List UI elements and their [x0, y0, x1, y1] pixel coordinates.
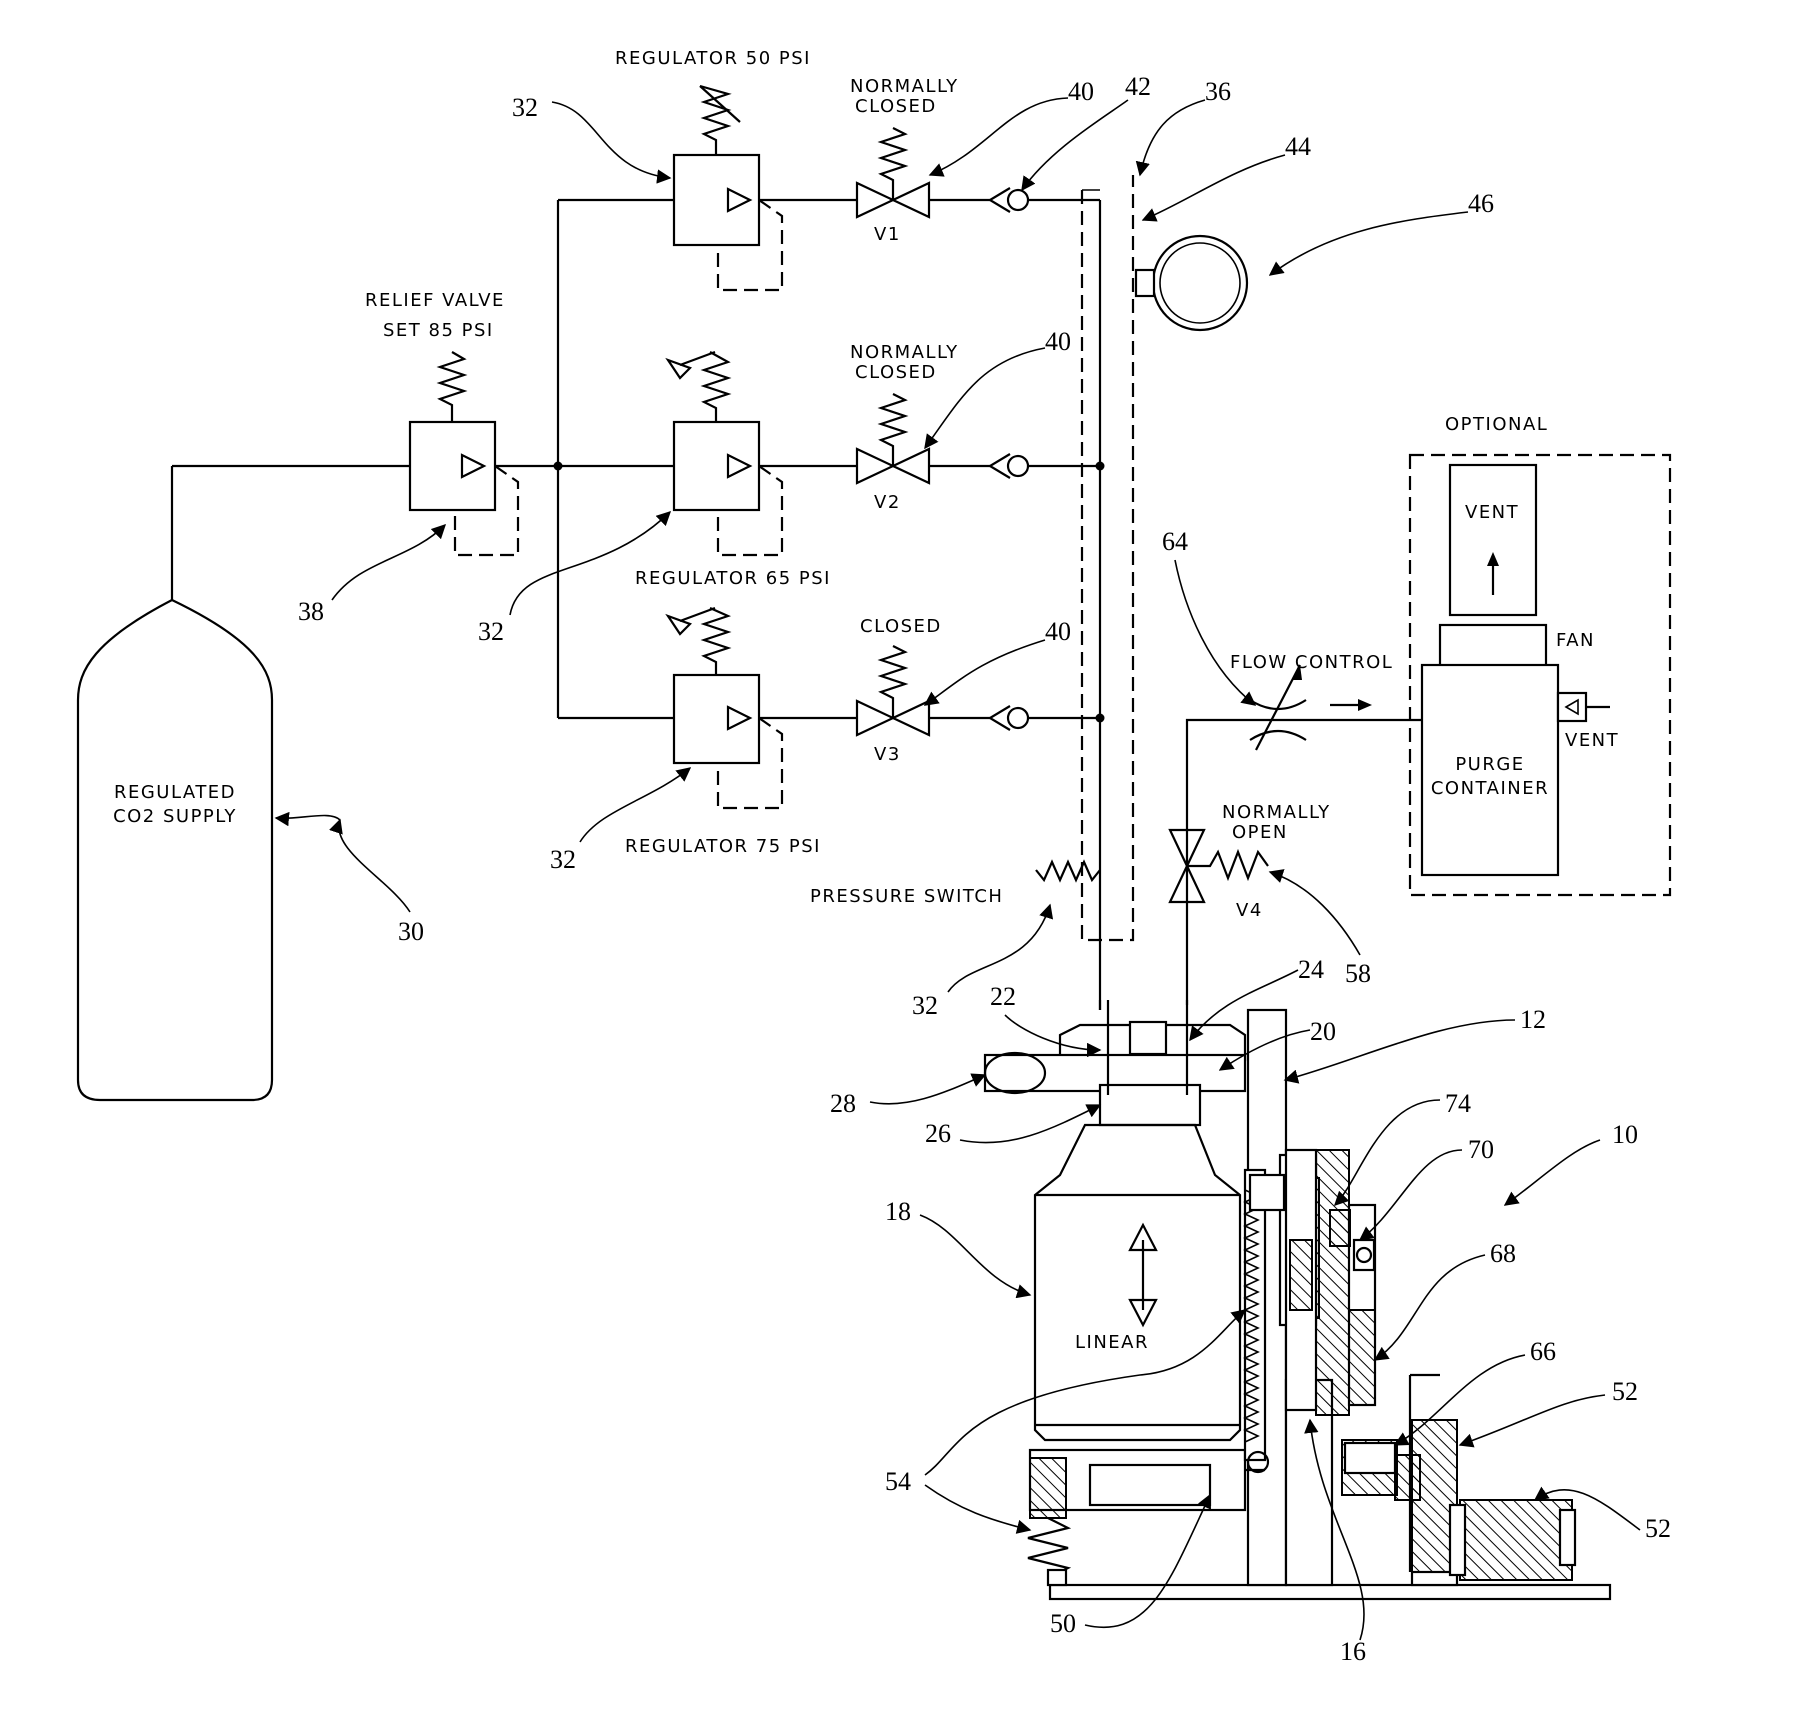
supply-label-2: CO2 SUPPLY [113, 806, 237, 827]
fan-label: FAN [1556, 630, 1595, 651]
ref-22: 22 [990, 982, 1016, 1011]
ref-32-c: 32 [550, 845, 576, 874]
ref-10: 10 [1612, 1120, 1638, 1149]
ref-32-d: 32 [912, 991, 938, 1020]
vent-top-label: VENT [1465, 502, 1519, 523]
pressure-gauge [1136, 236, 1247, 330]
ref-30: 30 [398, 917, 424, 946]
ref-42: 42 [1125, 72, 1151, 101]
v1-nc-label-1: NORMALLY [850, 76, 959, 97]
ref-40-b: 40 [1045, 327, 1071, 356]
ref-52-b: 52 [1645, 1514, 1671, 1543]
ref-58: 58 [1345, 959, 1371, 988]
co2-supply-cylinder: REGULATED CO2 SUPPLY [78, 466, 272, 1100]
ref-32-b: 32 [478, 617, 504, 646]
flow-control-label: FLOW CONTROL [1230, 652, 1393, 673]
ref-46: 46 [1468, 189, 1494, 218]
ref-52-a: 52 [1612, 1377, 1638, 1406]
ref-24: 24 [1298, 955, 1324, 984]
check-valve-3 [990, 706, 1100, 730]
regulator-65: REGULATOR 65 PSI [635, 352, 831, 589]
v3-label: V3 [874, 744, 901, 765]
v2-nc-label-1: NORMALLY [850, 342, 959, 363]
ref-64: 64 [1162, 527, 1188, 556]
pressure-enclosure [1082, 175, 1133, 940]
ref-12: 12 [1520, 1005, 1546, 1034]
v1-nc-label-2: CLOSED [855, 96, 937, 117]
reg75-label: REGULATOR 75 PSI [625, 836, 821, 857]
valve-v2: V2 NORMALLY CLOSED [759, 342, 990, 513]
ref-68: 68 [1490, 1239, 1516, 1268]
reg50-label: REGULATOR 50 PSI [615, 48, 811, 69]
vent-line: FLOW CONTROL [1187, 652, 1422, 1005]
valve-v1: V1 NORMALLY CLOSED [759, 76, 990, 245]
purge-label-1: PURGE [1455, 754, 1524, 775]
v2-nc-label-2: CLOSED [855, 362, 937, 383]
ref-66: 66 [1530, 1337, 1556, 1366]
ref-36: 36 [1205, 77, 1231, 106]
valve-v3: V3 CLOSED [759, 616, 990, 765]
v2-label: V2 [874, 492, 901, 513]
valve-v4: V4 NORMALLY OPEN [1170, 802, 1331, 921]
check-valve-1 [990, 188, 1100, 212]
ref-26: 26 [925, 1119, 951, 1148]
ref-16: 16 [1340, 1637, 1366, 1666]
relief-label-1: RELIEF VALVE [365, 290, 505, 311]
ref-32-a: 32 [512, 93, 538, 122]
ref-40-c: 40 [1045, 617, 1071, 646]
v4-no-label-1: NORMALLY [1222, 802, 1331, 823]
optional-purge-enclosure: OPTIONAL VENT FAN PURGE CONTAINER VENT [1410, 414, 1670, 895]
ref-44: 44 [1285, 132, 1311, 161]
v4-no-label-2: OPEN [1232, 822, 1288, 843]
v1-label: V1 [874, 224, 901, 245]
optional-label: OPTIONAL [1445, 414, 1548, 435]
ref-38: 38 [298, 597, 324, 626]
vent-side-label: VENT [1565, 730, 1619, 751]
pressure-switch: PRESSURE SWITCH [810, 862, 1100, 907]
check-valve-2 [990, 454, 1100, 478]
ref-50: 50 [1050, 1609, 1076, 1638]
relief-valve: RELIEF VALVE SET 85 PSI [365, 290, 518, 555]
supply-label-1: REGULATED [114, 782, 236, 803]
relief-label-2: SET 85 PSI [383, 320, 494, 341]
v3-closed-label: CLOSED [860, 616, 942, 637]
regulator-75: REGULATOR 75 PSI [625, 608, 821, 857]
ref-54: 54 [885, 1467, 911, 1496]
ref-28: 28 [830, 1089, 856, 1118]
v4-label: V4 [1236, 900, 1263, 921]
ref-70: 70 [1468, 1135, 1494, 1164]
reg65-label: REGULATOR 65 PSI [635, 568, 831, 589]
purge-label-2: CONTAINER [1431, 778, 1549, 799]
pressure-switch-label: PRESSURE SWITCH [810, 886, 1003, 907]
ref-18: 18 [885, 1197, 911, 1226]
regulator-50: REGULATOR 50 PSI [615, 48, 811, 290]
ref-40-a: 40 [1068, 77, 1094, 106]
linear-label: LINEAR [1075, 1332, 1149, 1353]
ref-74: 74 [1445, 1089, 1471, 1118]
machine-assembly: LINEAR [985, 1000, 1610, 1599]
ref-20: 20 [1310, 1017, 1336, 1046]
